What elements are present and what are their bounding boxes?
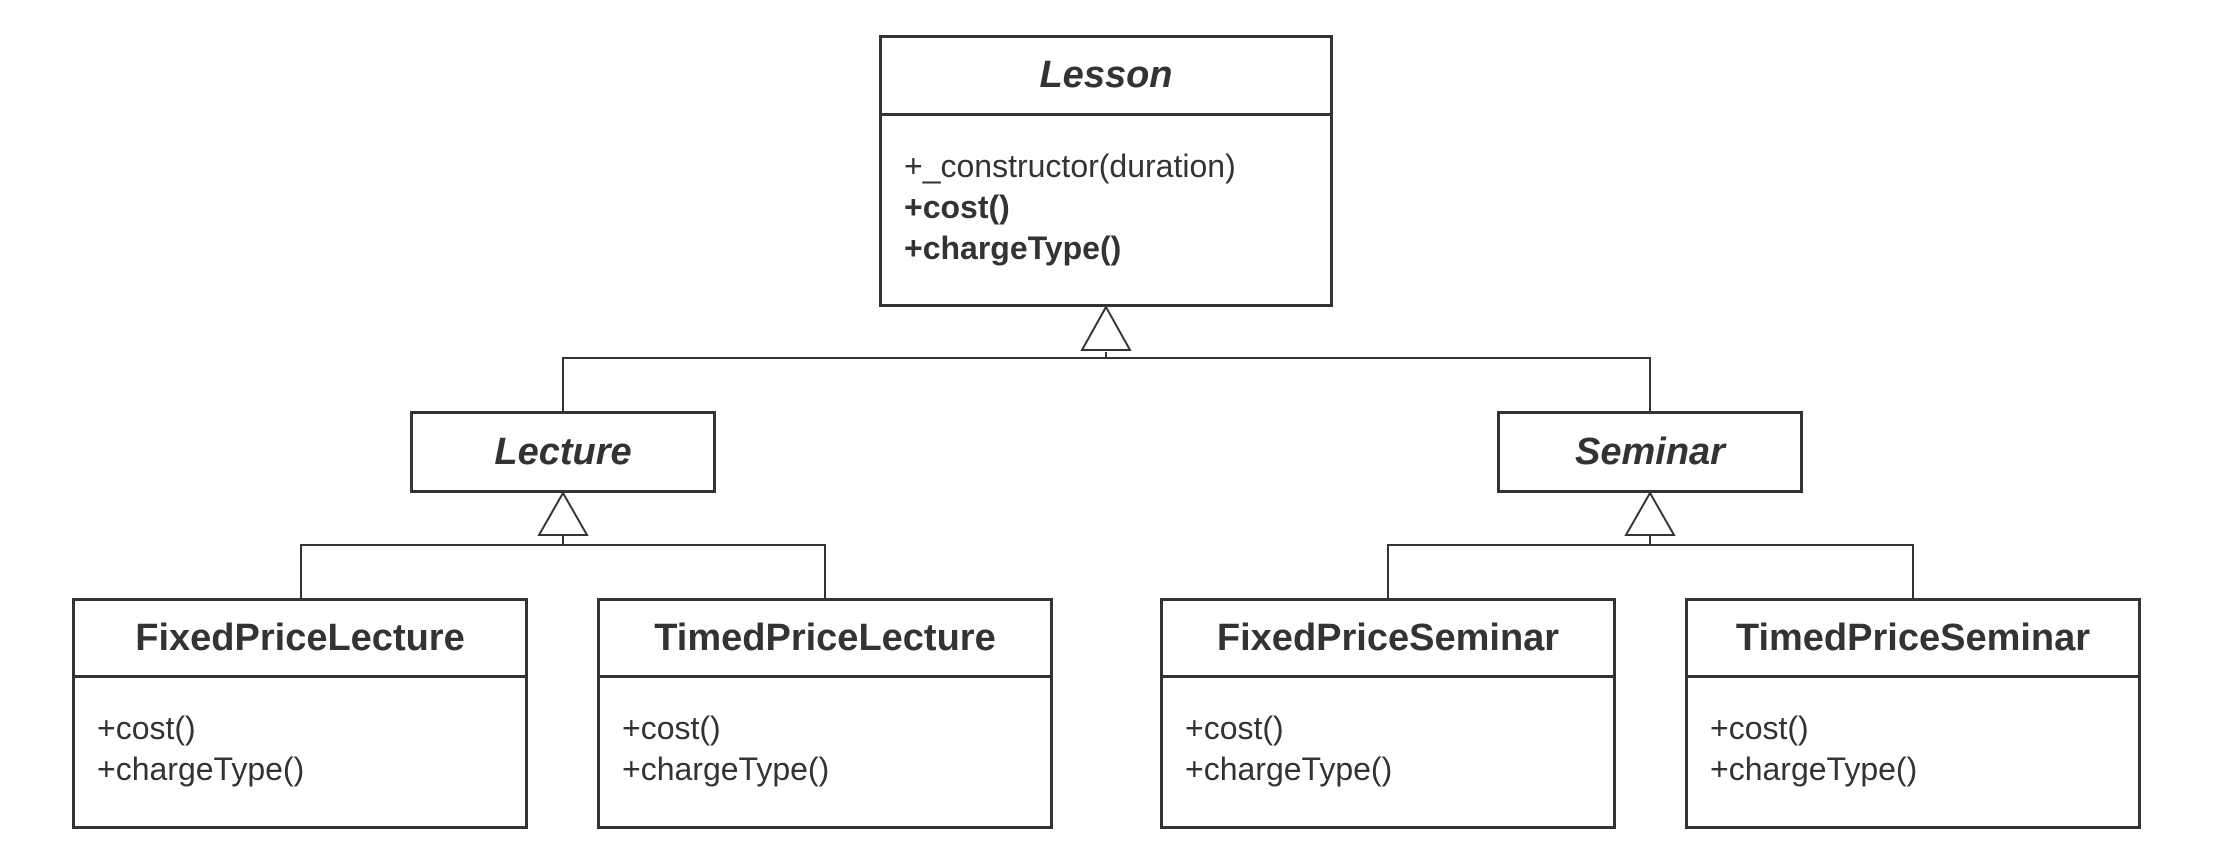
class-name-seminar: Seminar <box>1575 430 1725 473</box>
operation-cost: +cost() <box>622 710 721 746</box>
connector-line-seminar-timed <box>1650 544 1914 598</box>
class-name-lecture: Lecture <box>494 430 632 473</box>
class-name-fixed-price-seminar: FixedPriceSeminar <box>1216 616 1560 659</box>
class-box-timed-price-seminar[interactable]: TimedPriceSeminar +cost() +chargeType() <box>1685 598 2141 829</box>
operation-charge-type: +chargeType() <box>622 751 830 787</box>
operations-fixed-price-seminar: +cost() +chargeType() <box>1163 675 1613 826</box>
connector-line-lecture-timed <box>563 544 826 598</box>
class-box-lecture[interactable]: Lecture <box>410 411 716 493</box>
class-name-timed-price-seminar: TimedPriceSeminar <box>1735 616 2091 659</box>
operations-timed-price-lecture: +cost() +chargeType() <box>600 675 1050 826</box>
operation-charge-type: +chargeType() <box>1710 751 1918 787</box>
generalization-seminar <box>1387 490 1914 598</box>
connector-line-lesson-lecture <box>562 352 1107 412</box>
operation-charge-type: +chargeType() <box>904 230 1122 266</box>
class-box-fixed-price-seminar[interactable]: FixedPriceSeminar +cost() +chargeType() <box>1160 598 1616 829</box>
connector-line-seminar-fixed <box>1387 535 1651 598</box>
operation-charge-type: +chargeType() <box>1185 751 1393 787</box>
inheritance-arrowhead-lesson <box>1080 304 1132 351</box>
operation-cost: +cost() <box>1710 710 1809 746</box>
class-box-fixed-price-lecture[interactable]: FixedPriceLecture +cost() +chargeType() <box>72 598 528 829</box>
class-box-seminar[interactable]: Seminar <box>1497 411 1803 493</box>
class-name-timed-price-lecture: TimedPriceLecture <box>654 616 996 659</box>
operation-cost: +cost() <box>904 189 1010 225</box>
operation-cost: +cost() <box>1185 710 1284 746</box>
operation-constructor: +_constructor(duration) <box>904 148 1236 184</box>
generalization-lesson <box>562 304 1651 412</box>
connector-line-lecture-fixed <box>300 535 564 598</box>
class-name-fixed-price-lecture: FixedPriceLecture <box>135 616 465 659</box>
class-name-lesson: Lesson <box>1039 54 1173 96</box>
connector-line-lesson-seminar <box>1106 357 1651 412</box>
operation-charge-type: +chargeType() <box>97 751 305 787</box>
operation-cost: +cost() <box>97 710 196 746</box>
inheritance-arrowhead-lecture <box>537 490 589 536</box>
operations-lesson: +_constructor(duration) +cost() +chargeT… <box>882 113 1330 304</box>
operations-timed-price-seminar: +cost() +chargeType() <box>1688 675 2138 826</box>
generalization-lecture <box>300 490 826 598</box>
class-box-lesson[interactable]: Lesson +_constructor(duration) +cost() +… <box>879 35 1333 307</box>
class-box-timed-price-lecture[interactable]: TimedPriceLecture +cost() +chargeType() <box>597 598 1053 829</box>
inheritance-arrowhead-seminar <box>1624 490 1676 536</box>
operations-fixed-price-lecture: +cost() +chargeType() <box>75 675 525 826</box>
